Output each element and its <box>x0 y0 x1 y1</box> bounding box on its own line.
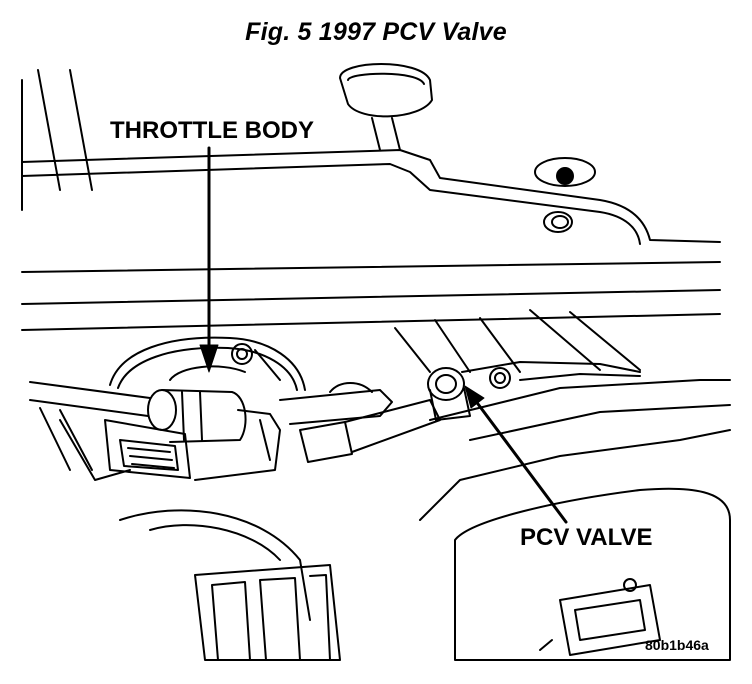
figure-reference-code: 80b1b46a <box>645 637 709 653</box>
figure-title: Fig. 5 1997 PCV Valve <box>245 18 507 46</box>
pcv-valve-body <box>427 361 641 421</box>
throttle-body-arrow <box>199 146 219 373</box>
slanted-struts <box>394 309 641 373</box>
lower-manifold <box>119 379 731 621</box>
upper-cap <box>339 63 433 151</box>
left-frame-edge <box>21 69 93 211</box>
intake-runner <box>279 382 441 463</box>
breather-hose <box>29 381 151 481</box>
throttle-body-housing <box>109 336 306 391</box>
sensor-module <box>454 487 731 661</box>
sensor-connector <box>104 419 191 479</box>
hose-coupler <box>147 389 281 481</box>
panel-bolts <box>534 157 596 233</box>
pcv-valve-label: PCV VALVE <box>520 524 653 551</box>
pcv-valve-arrow <box>464 385 568 524</box>
manifold-lower-rail <box>21 289 721 331</box>
throttle-body-label: THROTTLE BODY <box>110 117 314 144</box>
vented-plate <box>194 564 341 661</box>
manifold-upper-panel <box>21 149 721 273</box>
